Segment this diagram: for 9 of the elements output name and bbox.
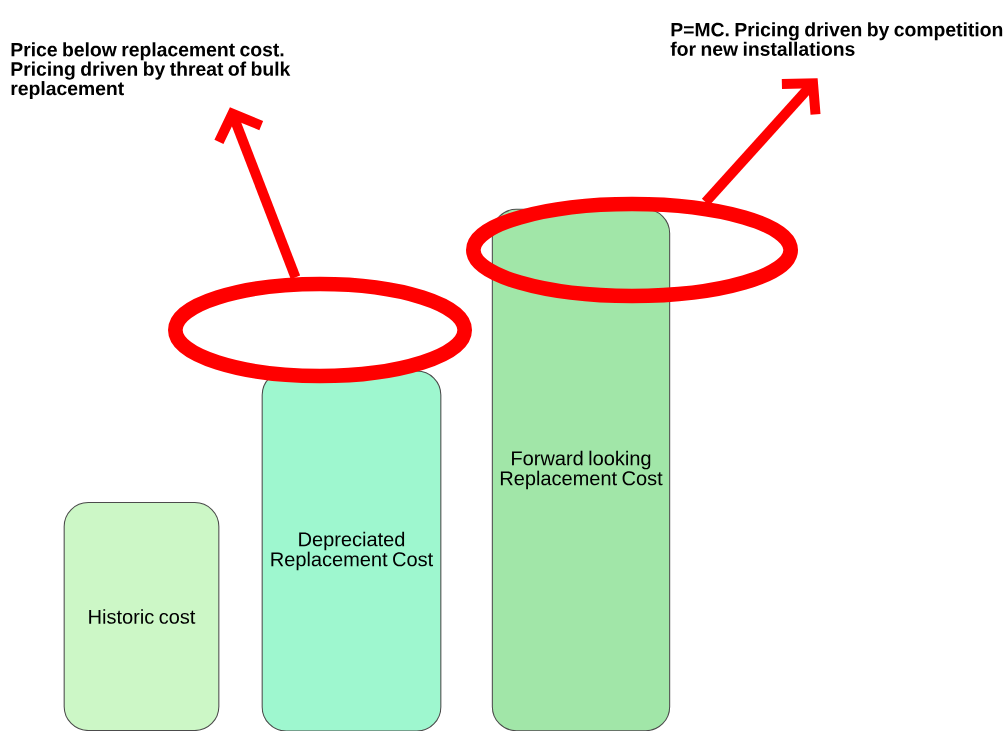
bar: Depreciated Replacement Cost <box>261 370 442 731</box>
highlight-ellipse <box>466 196 798 304</box>
bar: Historic cost <box>63 501 220 731</box>
arrow <box>701 78 821 206</box>
note-text: P=MC. Pricing driven by competition for new installations <box>670 22 1003 56</box>
arrow <box>214 107 301 280</box>
bar: Forward looking Replacement Cost <box>491 208 671 731</box>
highlight-ellipse <box>168 276 472 384</box>
note-text: Price below replacement cost. Pricing driven by threat of bulk replacement <box>11 42 291 100</box>
